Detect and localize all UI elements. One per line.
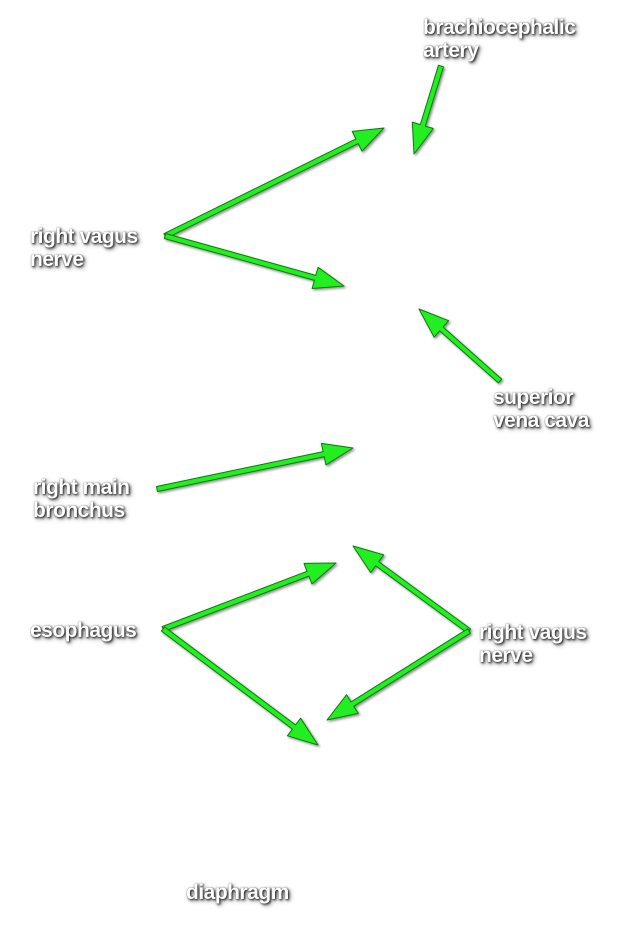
arrow-esophagus-lower [160, 626, 319, 746]
label-esophagus: esophagus [30, 619, 137, 642]
arrow-esophagus-upper [161, 562, 337, 632]
label-diaphragm: diaphragm [186, 881, 289, 904]
label-right-vagus-nerve-bottom: right vagus nerve [479, 621, 587, 667]
label-brachiocephalic-artery: brachiocephalic artery [423, 16, 576, 62]
arrow-superior-vena-cava [418, 308, 503, 384]
arrow-right-main-bronchus [156, 442, 354, 492]
arrow-brachiocephalic-artery [411, 64, 444, 155]
arrow-right-vagus-nerve-lower [163, 233, 345, 289]
label-superior-vena-cava: superior vena cava [493, 386, 589, 432]
arrow-right-vagus-nerve-up [352, 545, 471, 634]
label-right-main-bronchus: right main bronchus [33, 476, 130, 522]
arrow-right-vagus-nerve-down [326, 628, 471, 721]
arrow-right-vagus-nerve-upper [163, 127, 385, 239]
label-right-vagus-nerve-top: right vagus nerve [30, 225, 138, 271]
